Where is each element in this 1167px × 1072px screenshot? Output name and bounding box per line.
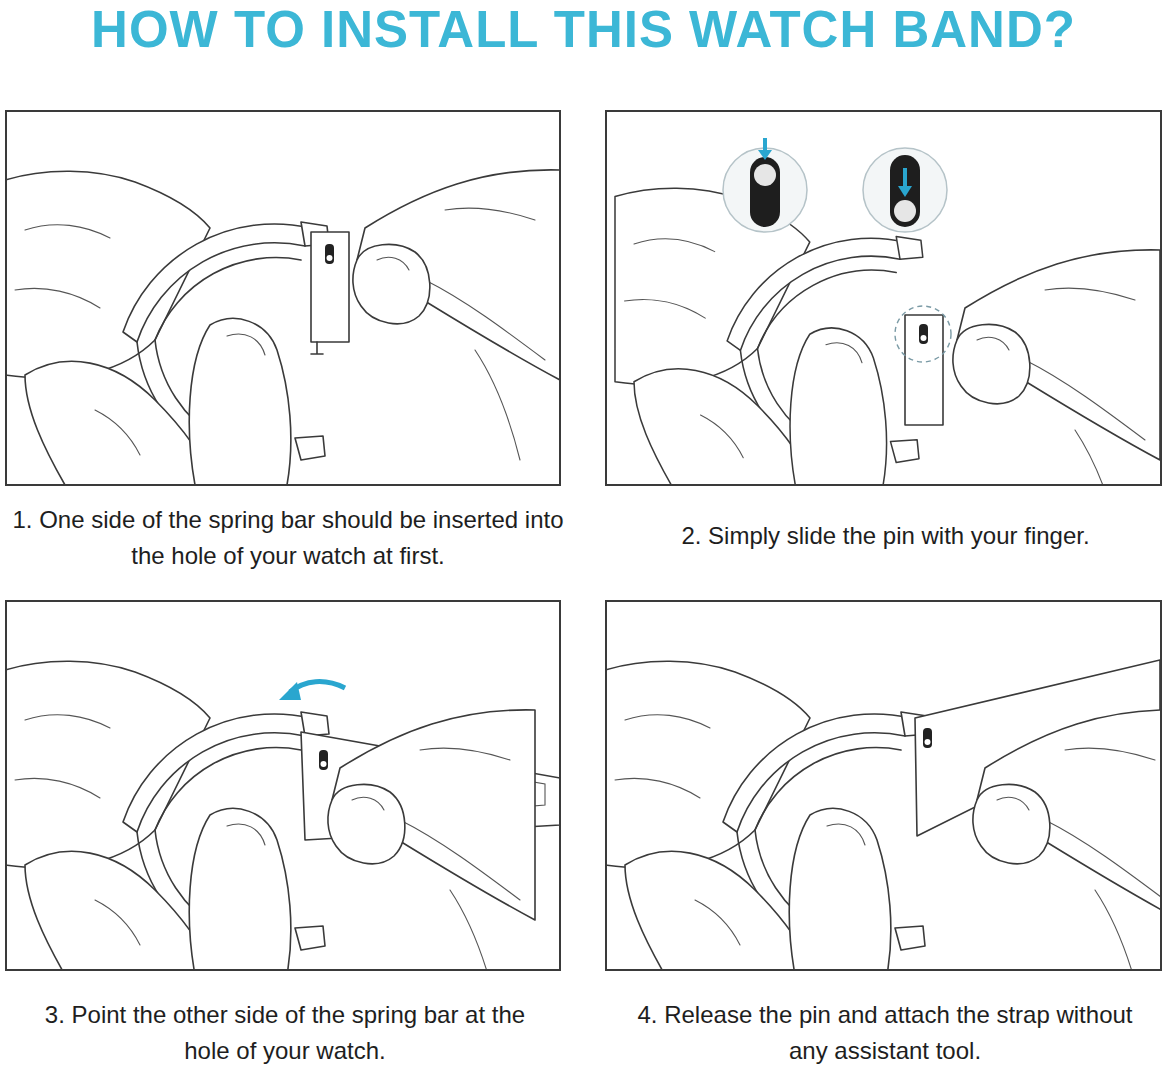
step-caption: 4. Release the pin and attach the strap … bbox=[625, 997, 1145, 1069]
panel-illustration bbox=[5, 110, 560, 485]
step-caption: 1. One side of the spring bar should be … bbox=[2, 502, 574, 574]
panel-illustration bbox=[5, 600, 560, 970]
step-caption: 3. Point the other side of the spring ba… bbox=[29, 997, 541, 1069]
step-panel: 2. Simply slide the pin with your finger… bbox=[605, 110, 1162, 486]
step-panel: 3. Point the other side of the spring ba… bbox=[5, 600, 561, 971]
diagram-title: HOW TO INSTALL THIS WATCH BAND? bbox=[0, 2, 1167, 58]
panel-illustration bbox=[605, 110, 1160, 485]
step-caption: 2. Simply slide the pin with your finger… bbox=[607, 518, 1164, 554]
step-panel: 1. One side of the spring bar should be … bbox=[5, 110, 561, 486]
panel-illustration bbox=[605, 600, 1160, 970]
step-panel: 4. Release the pin and attach the strap … bbox=[605, 600, 1162, 971]
